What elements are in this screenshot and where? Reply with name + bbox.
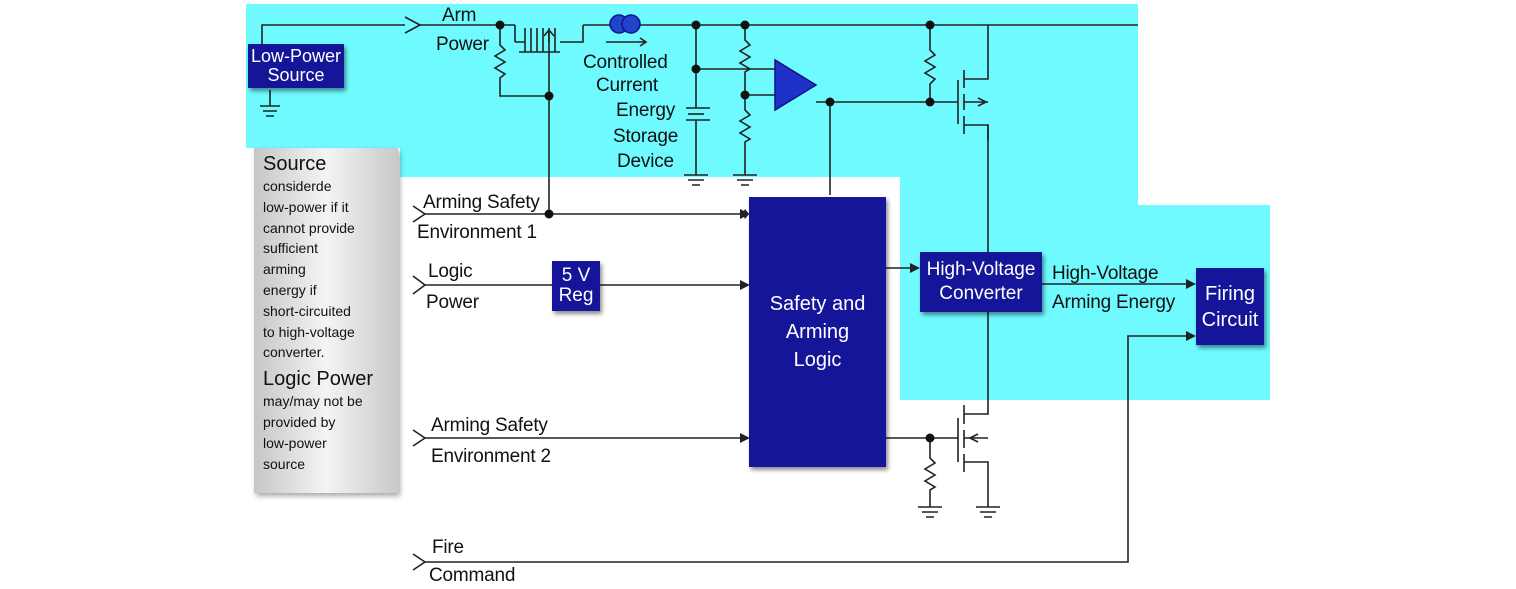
lower-transistor-arrow — [968, 433, 979, 443]
label-hv-arming-1: High-Voltage — [1052, 263, 1159, 284]
firing-circuit-block: Firing Circuit — [1196, 268, 1264, 345]
label-fire: Fire — [432, 537, 464, 558]
hv-converter-block: High-Voltage Converter — [920, 252, 1042, 312]
divider-resistor-icon — [738, 25, 752, 175]
firing-line2: Circuit — [1201, 308, 1259, 331]
note-heading-logic-power: Logic Power — [263, 368, 374, 391]
current-arrow — [606, 37, 648, 47]
lower-resistor-icon — [923, 438, 937, 507]
current-source-icon — [609, 14, 641, 34]
ground-icon-4 — [918, 506, 942, 518]
hv-converter-line2: Converter — [939, 283, 1023, 304]
ground-icon-2 — [684, 174, 708, 186]
pfet-gate-arrow — [543, 28, 555, 42]
label-command: Command — [429, 565, 516, 586]
note-line: to high-voltage — [263, 323, 355, 340]
arrowheads — [740, 209, 1196, 443]
label-ase1-line1: Arming Safety — [423, 192, 540, 213]
note-line: sufficient — [263, 240, 318, 257]
junction-dot-icon — [495, 20, 935, 443]
note-line: low-power — [263, 434, 327, 451]
note-panel: Source considerde low-power if it cannot… — [254, 148, 398, 493]
logic-line3: Logic — [793, 349, 842, 371]
opamp-input-wires — [696, 68, 775, 96]
label-storage: Storage — [613, 126, 679, 147]
note-line: provided by — [263, 413, 336, 430]
note-line: considerde — [263, 178, 332, 194]
note-heading-source: Source — [263, 153, 327, 175]
reg-line1: 5 V — [561, 265, 591, 287]
lower-transistor-icon — [957, 310, 989, 507]
note-line: may/may not be — [263, 393, 363, 410]
low-power-source-line1: Low-Power — [250, 46, 342, 67]
label-ase1-line2: Environment 1 — [417, 222, 537, 243]
ground-icon-3 — [733, 174, 757, 186]
note-line: low-power if it — [263, 198, 349, 215]
logic-line1: Safety and — [769, 293, 866, 315]
logic-line2: Arming — [785, 321, 850, 343]
note-line: short-circuited — [263, 302, 351, 319]
note-line: converter. — [263, 344, 325, 361]
safety-arming-logic-block: Safety and Arming Logic — [749, 197, 886, 467]
label-power: Power — [436, 34, 489, 55]
note-line: energy if — [263, 281, 317, 298]
label-hv-arming-2: Arming Energy — [1052, 292, 1176, 313]
label-current: Current — [596, 75, 658, 96]
label-arm: Arm — [442, 5, 477, 26]
input-arrow-icon-fire — [412, 553, 427, 571]
right-resistor-icon — [923, 25, 937, 102]
opamp-icon — [774, 58, 818, 112]
reg-block: 5 V Reg — [552, 261, 600, 311]
input-arrow-icon-logic — [412, 275, 427, 295]
transistor-arrow — [977, 97, 988, 107]
reg-line2: Reg — [558, 285, 594, 306]
label-logic-power: Power — [426, 292, 479, 313]
fire-wire — [425, 335, 1192, 563]
note-line: arming — [263, 261, 306, 278]
hv-converter-line1: High-Voltage — [926, 259, 1036, 280]
note-line: source — [263, 455, 306, 472]
label-ase2-line1: Arming Safety — [431, 415, 548, 436]
label-device: Device — [617, 151, 674, 172]
input-arrow-icon-ase2 — [412, 429, 427, 447]
label-controlled: Controlled — [583, 52, 668, 73]
firing-line1: Firing — [1204, 282, 1255, 305]
source-wire — [261, 24, 405, 46]
ground-icon — [260, 90, 280, 117]
label-logic: Logic — [428, 261, 473, 282]
note-line: cannot provide — [263, 219, 355, 236]
resistor-icon — [493, 25, 549, 97]
opamp-output-wire — [816, 101, 930, 195]
label-ase2-line2: Environment 2 — [431, 446, 551, 467]
low-power-source-block: Low-Power Source — [248, 44, 344, 88]
ground-icon-5 — [976, 506, 1000, 518]
label-energy: Energy — [616, 100, 676, 121]
low-power-source-line2: Source — [267, 65, 325, 85]
